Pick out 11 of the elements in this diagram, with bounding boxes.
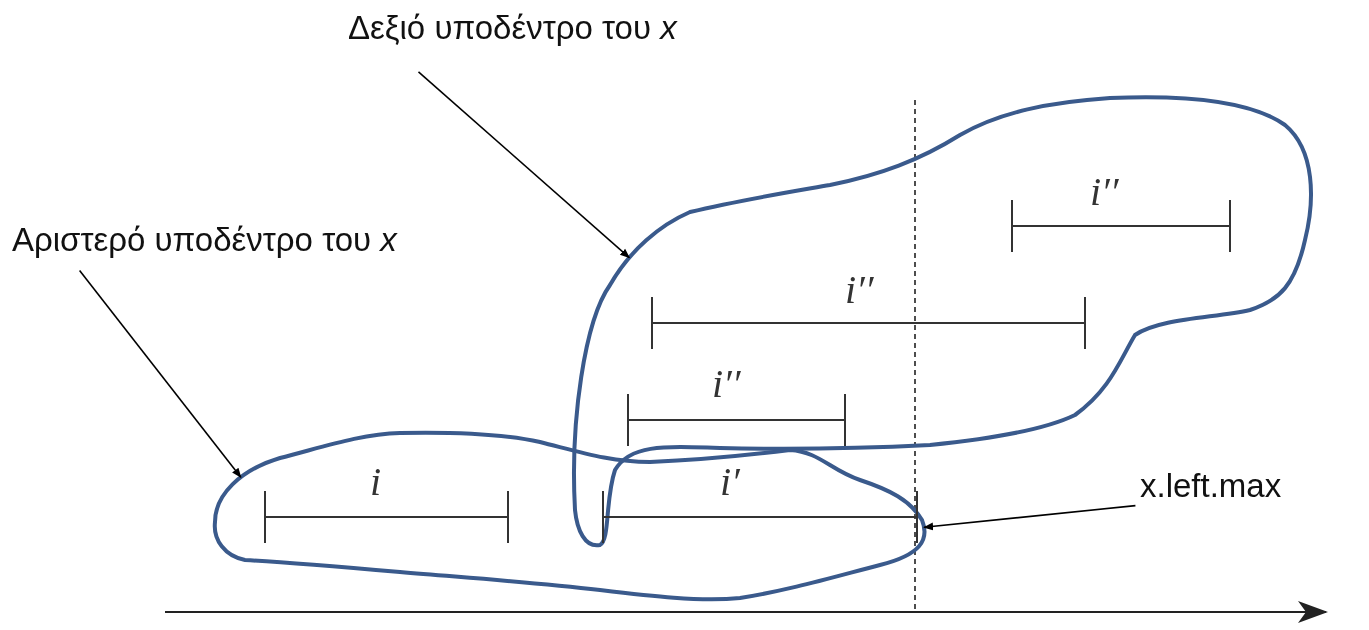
interval-label: i′′: [1090, 170, 1119, 214]
callout-text: Δεξιό υποδέντρο του x: [348, 8, 679, 48]
leader-arrow: [923, 504, 1137, 531]
interval-label: i′′: [712, 362, 741, 406]
callout-text: Αριστερό υποδέντρο του x: [12, 220, 399, 260]
interval-label: i′′: [845, 268, 874, 312]
callout-text: x.left.max: [1140, 466, 1283, 506]
leader-arrow: [78, 269, 242, 478]
interval-label: i′: [720, 460, 740, 504]
leader-arrow: [417, 71, 631, 259]
interval-label: i: [370, 460, 382, 504]
